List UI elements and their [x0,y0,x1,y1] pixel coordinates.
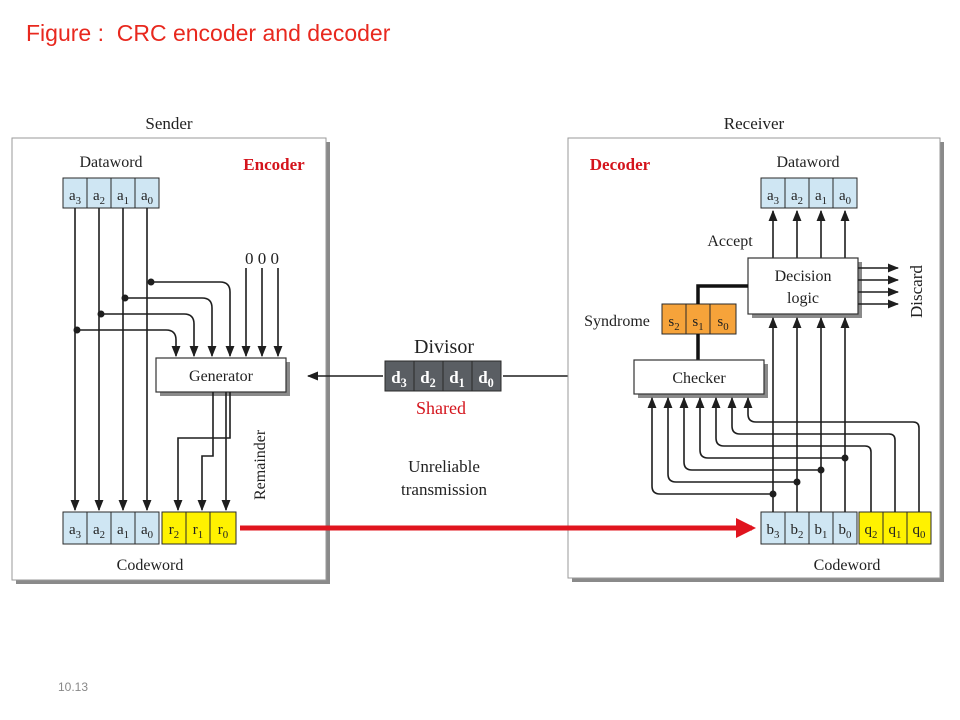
receiver-codeword-label: Codeword [814,557,881,574]
bit-label: r1 [193,522,203,541]
sender-dataword: a3 a2 a1 a0 [62,177,160,209]
bit-label: d3 [391,368,407,390]
bit-label: s2 [668,314,679,333]
decision-logic-box [747,257,862,318]
bit-label: d2 [420,368,436,390]
sender-label: Sender [145,114,193,133]
shared-label: Shared [416,398,466,418]
slide-title: Figure : CRC encoder and decoder [26,20,391,46]
generator-label: Generator [189,368,254,385]
checker-label: Checker [672,370,726,387]
unreliable-label-line2: transmission [401,480,487,499]
discard-label: Discard [907,265,926,318]
generator-box [155,357,290,396]
bit-cell [161,511,187,545]
bit-label: a3 [69,522,81,541]
bit-cell [62,177,88,209]
bit-label: a2 [93,188,105,207]
bit-label: q2 [865,522,878,541]
bit-cell [858,511,884,545]
bit-label: a1 [117,188,129,207]
divisor-label: Divisor [414,336,474,358]
bit-cell [185,511,211,545]
bit-cell [760,511,786,545]
syndrome-label: Syndrome [584,313,650,330]
bit-label: a1 [815,188,827,207]
bit-label: r0 [218,522,228,541]
bit-label: b1 [815,522,828,541]
syndrome-cells: s2 s1 s0 [661,303,737,335]
bit-label: b2 [791,522,804,541]
remainder-label: Remainder [252,429,269,500]
receiver-dataword: a3 a2 a1 a0 [760,177,858,209]
bit-cell [86,177,112,209]
bit-label: s0 [717,314,728,333]
bit-label: a2 [791,188,803,207]
receiver-dataword-label: Dataword [776,154,839,171]
bit-cell [86,511,112,545]
sender-dataword-label: Dataword [79,154,142,171]
bit-cell [808,177,834,209]
bit-label: a3 [69,188,81,207]
codeword-to-checker-wires [647,396,920,512]
bit-cell [62,511,88,545]
bit-label: b0 [839,522,852,541]
bit-cell [808,511,834,545]
bit-label: a0 [141,522,153,541]
bit-cell [134,177,160,209]
bit-label: r2 [169,522,179,541]
bit-cell [413,360,444,392]
bit-cell [760,177,786,209]
bit-label: q0 [913,522,926,541]
bit-cell [209,511,237,545]
bit-cell [471,360,502,392]
bit-cell [784,177,810,209]
accept-wires [768,209,850,258]
encoder-label: Encoder [243,155,305,174]
receiver-label: Receiver [724,114,785,133]
zeros-label: 0 0 0 [245,249,279,268]
bit-cell [906,511,932,545]
bit-cell [110,511,136,545]
bit-cell [709,303,737,335]
bit-label: d1 [449,368,465,390]
bit-label: a3 [767,188,779,207]
slide-number: 10.13 [58,680,89,694]
decision-label-line2: logic [787,290,819,307]
bit-cell [832,177,858,209]
remainder-wires [173,392,231,512]
sender-codeword-label: Codeword [117,557,184,574]
checker-box [633,359,768,398]
bit-label: a2 [93,522,105,541]
bit-label: s1 [692,314,703,333]
discard-wires [858,263,900,309]
sender-codeword: a3 a2 a1 a0 r2 r1 r0 [62,511,237,545]
bit-label: a0 [839,188,851,207]
receiver-codeword: b3 b2 b1 b0 q2 q1 q0 [760,511,932,545]
bit-label: d0 [478,368,494,390]
decision-label-line1: Decision [775,268,832,285]
syndrome-to-decision-wire [696,284,748,304]
bit-label: q1 [889,522,902,541]
bit-cell [882,511,908,545]
unreliable-label-line1: Unreliable [408,457,480,476]
bit-cell [134,511,160,545]
decoder-label: Decoder [590,155,651,174]
sender-data-wires [70,208,283,512]
bit-label: a0 [141,188,153,207]
accept-label: Accept [707,233,753,250]
divisor-cells: d3 d2 d1 d0 [384,360,502,392]
bit-label: b3 [767,522,780,541]
bit-label: a1 [117,522,129,541]
